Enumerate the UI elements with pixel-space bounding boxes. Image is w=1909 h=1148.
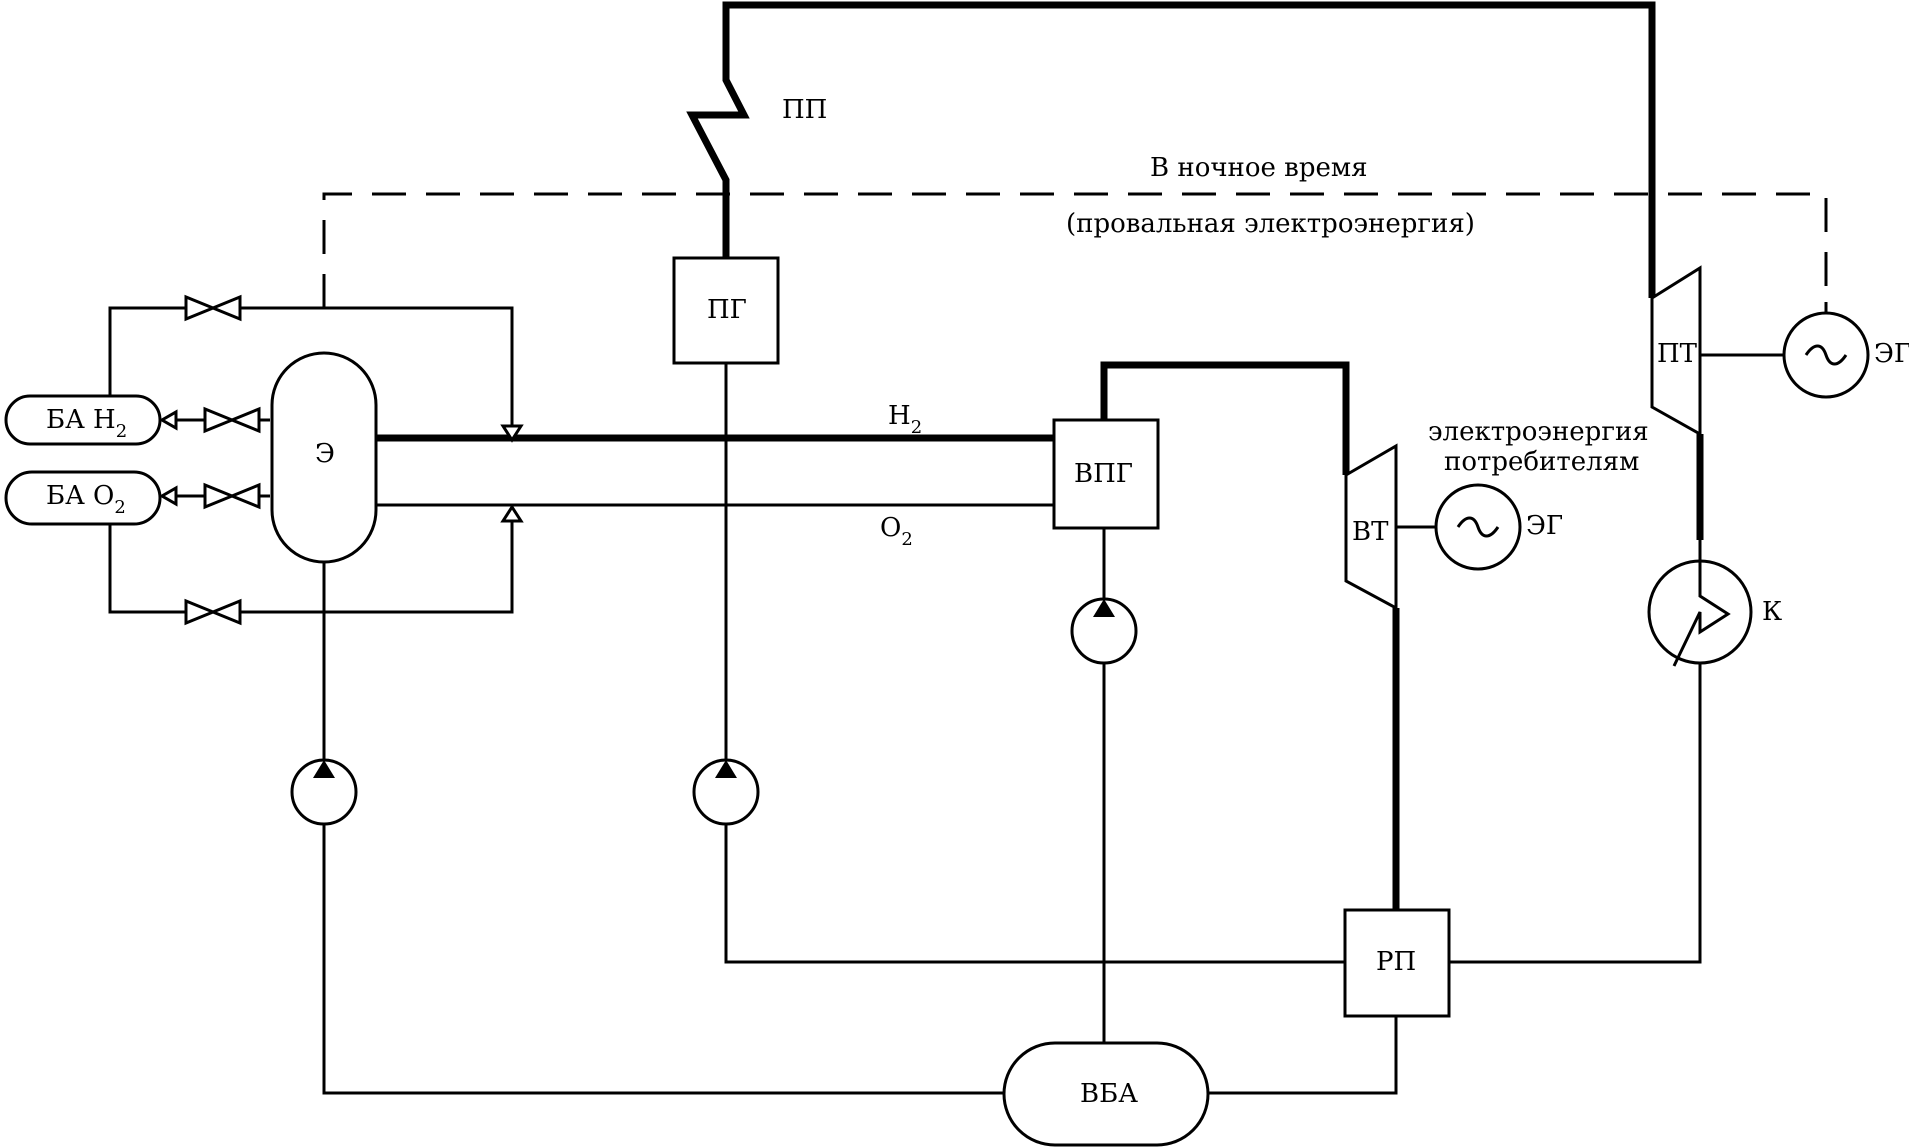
valve-top-icon[interactable] [184,294,242,322]
valve-h2-icon[interactable] [203,406,261,434]
o2-line-label: О [880,513,901,543]
o2-bypass-arrow-icon [500,504,524,523]
pg-feed-line [724,363,1345,964]
generator-pt-wave [1804,344,1848,366]
o2-line-subscript: 2 [901,529,912,550]
h2-line-label: Н [888,401,911,431]
superheater-label: ПП [782,95,827,125]
night-power-line [322,192,1828,308]
steam-vpg-line [1100,361,1350,475]
steam-turbine [1650,265,1702,437]
hydrogen-turbine-label: ВТ [1352,517,1389,547]
water-tank [1002,1041,1210,1147]
steam-generator-box [672,256,780,365]
vba-rp-line [1208,1016,1398,1095]
rp-condenser-line [1448,663,1702,964]
regenerative-heater-box [1343,908,1451,1018]
tank-h2-subscript: 2 [116,421,127,442]
regenerative-heater-label: РП [1376,947,1416,977]
valve-o2-icon[interactable] [203,482,261,510]
hydrogen-steam-generator-label: ВПГ [1074,459,1133,489]
generator-vt-wave [1456,516,1500,538]
o2-bypass-line [108,515,514,614]
condenser-coil [1672,540,1731,667]
valve-bottom-icon[interactable] [184,598,242,626]
electrolyzer [270,351,378,564]
pump-vpg-icon [1070,597,1138,665]
tank-o2-label: БА О [46,481,114,511]
steam-main-line [686,1,1656,298]
o2-tank-arrow-icon [158,485,178,507]
tank-h2-label: БА Н [46,405,116,435]
consumers-label-line1: электроэнергия [1428,417,1649,447]
hydrogen-steam-generator-box [1052,418,1160,530]
tank-o2-subscript: 2 [114,497,125,518]
svg-text:Н2: Н2 [888,401,922,438]
h2-tank-arrow-icon [158,409,178,431]
h2-bypass-arrow-icon [500,424,524,443]
tank-h2 [4,394,162,446]
night-time-note: (провальная электроэнергия) [1066,209,1475,239]
svg-text:БА О2: БА О2 [46,481,126,518]
night-time-label: В ночное время [1150,153,1367,183]
hydrogen-turbine [1344,443,1398,611]
steam-generator-label: ПГ [707,295,747,325]
tank-o2 [4,470,162,526]
h2-bypass-line [108,306,514,428]
h2-line-subscript: 2 [911,417,922,438]
consumers-label-line2: потребителям [1444,447,1639,477]
electrolyzer-label: Э [315,439,335,469]
generator-pt-label: ЭГ [1874,339,1909,369]
water-tank-label: ВБА [1080,1079,1138,1109]
svg-text:О2: О2 [880,513,913,550]
pump-electrolyzer-icon [290,758,358,826]
generator-vt-label: ЭГ [1526,511,1563,541]
condenser-label: К [1762,597,1782,627]
electrolyzer-water-line [322,562,1004,1095]
pump-pg-icon [692,758,760,826]
steam-turbine-label: ПТ [1657,339,1698,369]
svg-text:БА Н2: БА Н2 [46,405,127,442]
